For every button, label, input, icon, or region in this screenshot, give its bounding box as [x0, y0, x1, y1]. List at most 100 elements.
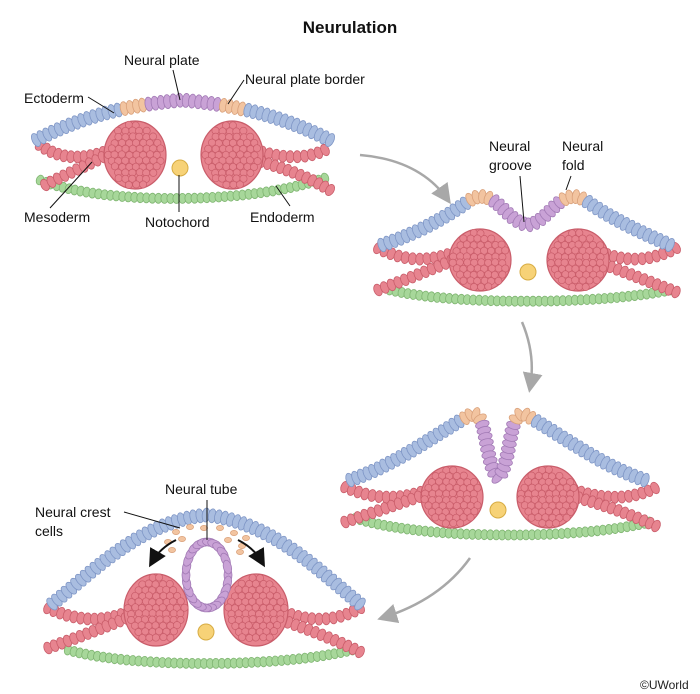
mesoderm-somite-right-cell: [575, 282, 584, 291]
mesoderm-somite-left-cell: [459, 276, 468, 285]
mesoderm-somite-left-cell: [441, 519, 450, 528]
mesoderm-somite-right-cell: [229, 180, 238, 189]
neural-tube: [181, 537, 233, 613]
label-neural-plate-border: Neural plate border: [245, 71, 365, 87]
arrow-stage2-to-stage3: [520, 321, 543, 393]
mesoderm-somite-left-cell: [473, 234, 482, 243]
neural-crest-cell: [224, 537, 232, 543]
mesoderm-strand-right-lower-cell: [324, 184, 336, 196]
arrow-stage3-to-stage4: [377, 557, 472, 624]
neural-crest-cell: [238, 543, 246, 549]
mesoderm-somite-right-cell: [544, 465, 553, 474]
mesoderm-somite-right-cell: [215, 162, 224, 171]
mesoderm-somite-right-cell: [250, 163, 258, 172]
mesoderm-somite-left-cell: [139, 180, 148, 189]
mesoderm-somite-right-cell: [238, 633, 247, 642]
mesoderm-somite-left-cell: [173, 621, 181, 630]
mesoderm-somite-right-cell: [555, 471, 564, 480]
neural-crest-cell: [200, 525, 208, 531]
mesoderm-somite-right-cell: [566, 508, 575, 516]
mesoderm-somite-left-cell: [487, 234, 496, 243]
mesoderm-somite-left-cell: [473, 483, 482, 492]
neural-crest-cell: [216, 525, 224, 531]
mesoderm-somite-left: [448, 228, 512, 292]
label-endoderm: Endoderm: [250, 209, 315, 225]
stage-4-labels: Neural tube Neural crest cells: [35, 481, 238, 540]
mesoderm-somite-right-cell: [234, 609, 243, 618]
mesoderm-somite-left-cell: [138, 633, 147, 642]
neural-crest-cell: [186, 524, 194, 530]
label-neural-groove-line2: groove: [489, 157, 532, 173]
mesoderm-somite-right: [223, 573, 289, 647]
ectoderm-folding-layer: [345, 407, 650, 488]
mesoderm-strand-right-upper-cell: [630, 252, 640, 266]
mesoderm-somite-left-cell: [484, 270, 493, 279]
mesoderm-somite-left-cell: [169, 627, 178, 636]
mesoderm-somite-right-cell: [253, 144, 261, 153]
mesoderm-somite-left-cell: [149, 168, 158, 177]
mesoderm-somite-right-cell: [527, 513, 536, 522]
mesoderm-strand-right-upper-cell: [320, 143, 330, 157]
mesoderm-somite-right-cell: [571, 276, 580, 285]
neural-crest-cell: [178, 536, 186, 542]
mesoderm-somite-left: [420, 465, 484, 529]
endoderm-layer: [385, 284, 675, 307]
ectoderm-closed-layer: [46, 507, 366, 611]
mesoderm-somite-left-cell: [169, 609, 178, 618]
mesoderm-somite-left-cell: [158, 603, 167, 612]
label-neural-fold-line1: Neural: [562, 138, 603, 154]
mesoderm-somite-right-cell: [246, 156, 254, 165]
mesoderm-somite-right-cell: [265, 633, 274, 642]
mesoderm-somite-left-cell: [477, 282, 485, 291]
mesoderm-somite-right-cell: [239, 174, 248, 183]
mesoderm-somite-right-cell: [571, 246, 580, 255]
mesoderm-somite-right: [200, 120, 264, 190]
mesoderm-somite-left-cell: [159, 633, 168, 642]
mesoderm-somite-right-cell: [565, 495, 574, 504]
mesoderm-somite-right-cell: [545, 519, 554, 528]
mesoderm-somite-right-cell: [562, 513, 571, 522]
mesoderm-somite-left-cell: [498, 270, 507, 279]
mesoderm-somite-right-cell: [530, 495, 539, 504]
transition-arrows: [359, 153, 543, 624]
mesoderm-somite-left-cell: [135, 156, 144, 165]
notochord: [197, 623, 215, 641]
mesoderm-somite-right-cell: [592, 276, 601, 285]
mesoderm-somite-left-cell: [449, 466, 458, 475]
ectoderm-neural-plate-layer-cell: [325, 133, 335, 147]
mesoderm-somite-right-cell: [222, 180, 231, 189]
endoderm-layer: [63, 644, 357, 669]
diagram-title: Neurulation: [303, 18, 397, 37]
label-ectoderm: Ectoderm: [24, 90, 84, 106]
mesoderm-somite-right-cell: [568, 282, 577, 291]
mesoderm-somite-left-cell: [445, 501, 454, 510]
mesoderm-somite-left-cell: [155, 573, 164, 582]
mesoderm-somite-left-cell: [141, 627, 150, 636]
mesoderm-somite-right-cell: [272, 592, 281, 601]
mesoderm-somite-left-cell: [460, 501, 468, 510]
copyright-text: ©UWorld: [640, 678, 689, 692]
mesoderm-somite-right-cell: [253, 157, 262, 166]
mesoderm-somite-right-cell: [547, 252, 556, 261]
endoderm-layer: [350, 512, 655, 541]
mesoderm-somite-right-cell: [262, 597, 271, 606]
mesoderm-somite-right-cell: [246, 132, 255, 141]
mesoderm-somite-left-cell: [501, 246, 510, 255]
mesoderm-somite-right: [546, 228, 610, 292]
mesoderm-somite-left-cell: [180, 603, 189, 612]
mesoderm-somite-right-cell: [553, 270, 562, 279]
mesoderm-somite-right-cell: [569, 501, 578, 510]
mesoderm-somite-right-cell: [557, 276, 566, 285]
ectoderm-neural-groove-layer: [377, 189, 675, 253]
mesoderm-somite-left-cell: [420, 495, 429, 504]
label-neural-plate: Neural plate: [124, 52, 200, 68]
mesoderm-somite-left-cell: [456, 519, 465, 528]
mesoderm-somite-right-cell: [251, 633, 260, 642]
mesoderm-somite-right-cell: [600, 247, 608, 256]
notochord: [489, 501, 507, 519]
mesoderm-somite-left-cell: [145, 633, 154, 642]
mesoderm-somite-right: [516, 465, 580, 529]
mesoderm-somite-left-cell: [128, 174, 137, 183]
stage-4-neural-tube: [43, 507, 366, 669]
label-notochord: Notochord: [145, 214, 210, 230]
